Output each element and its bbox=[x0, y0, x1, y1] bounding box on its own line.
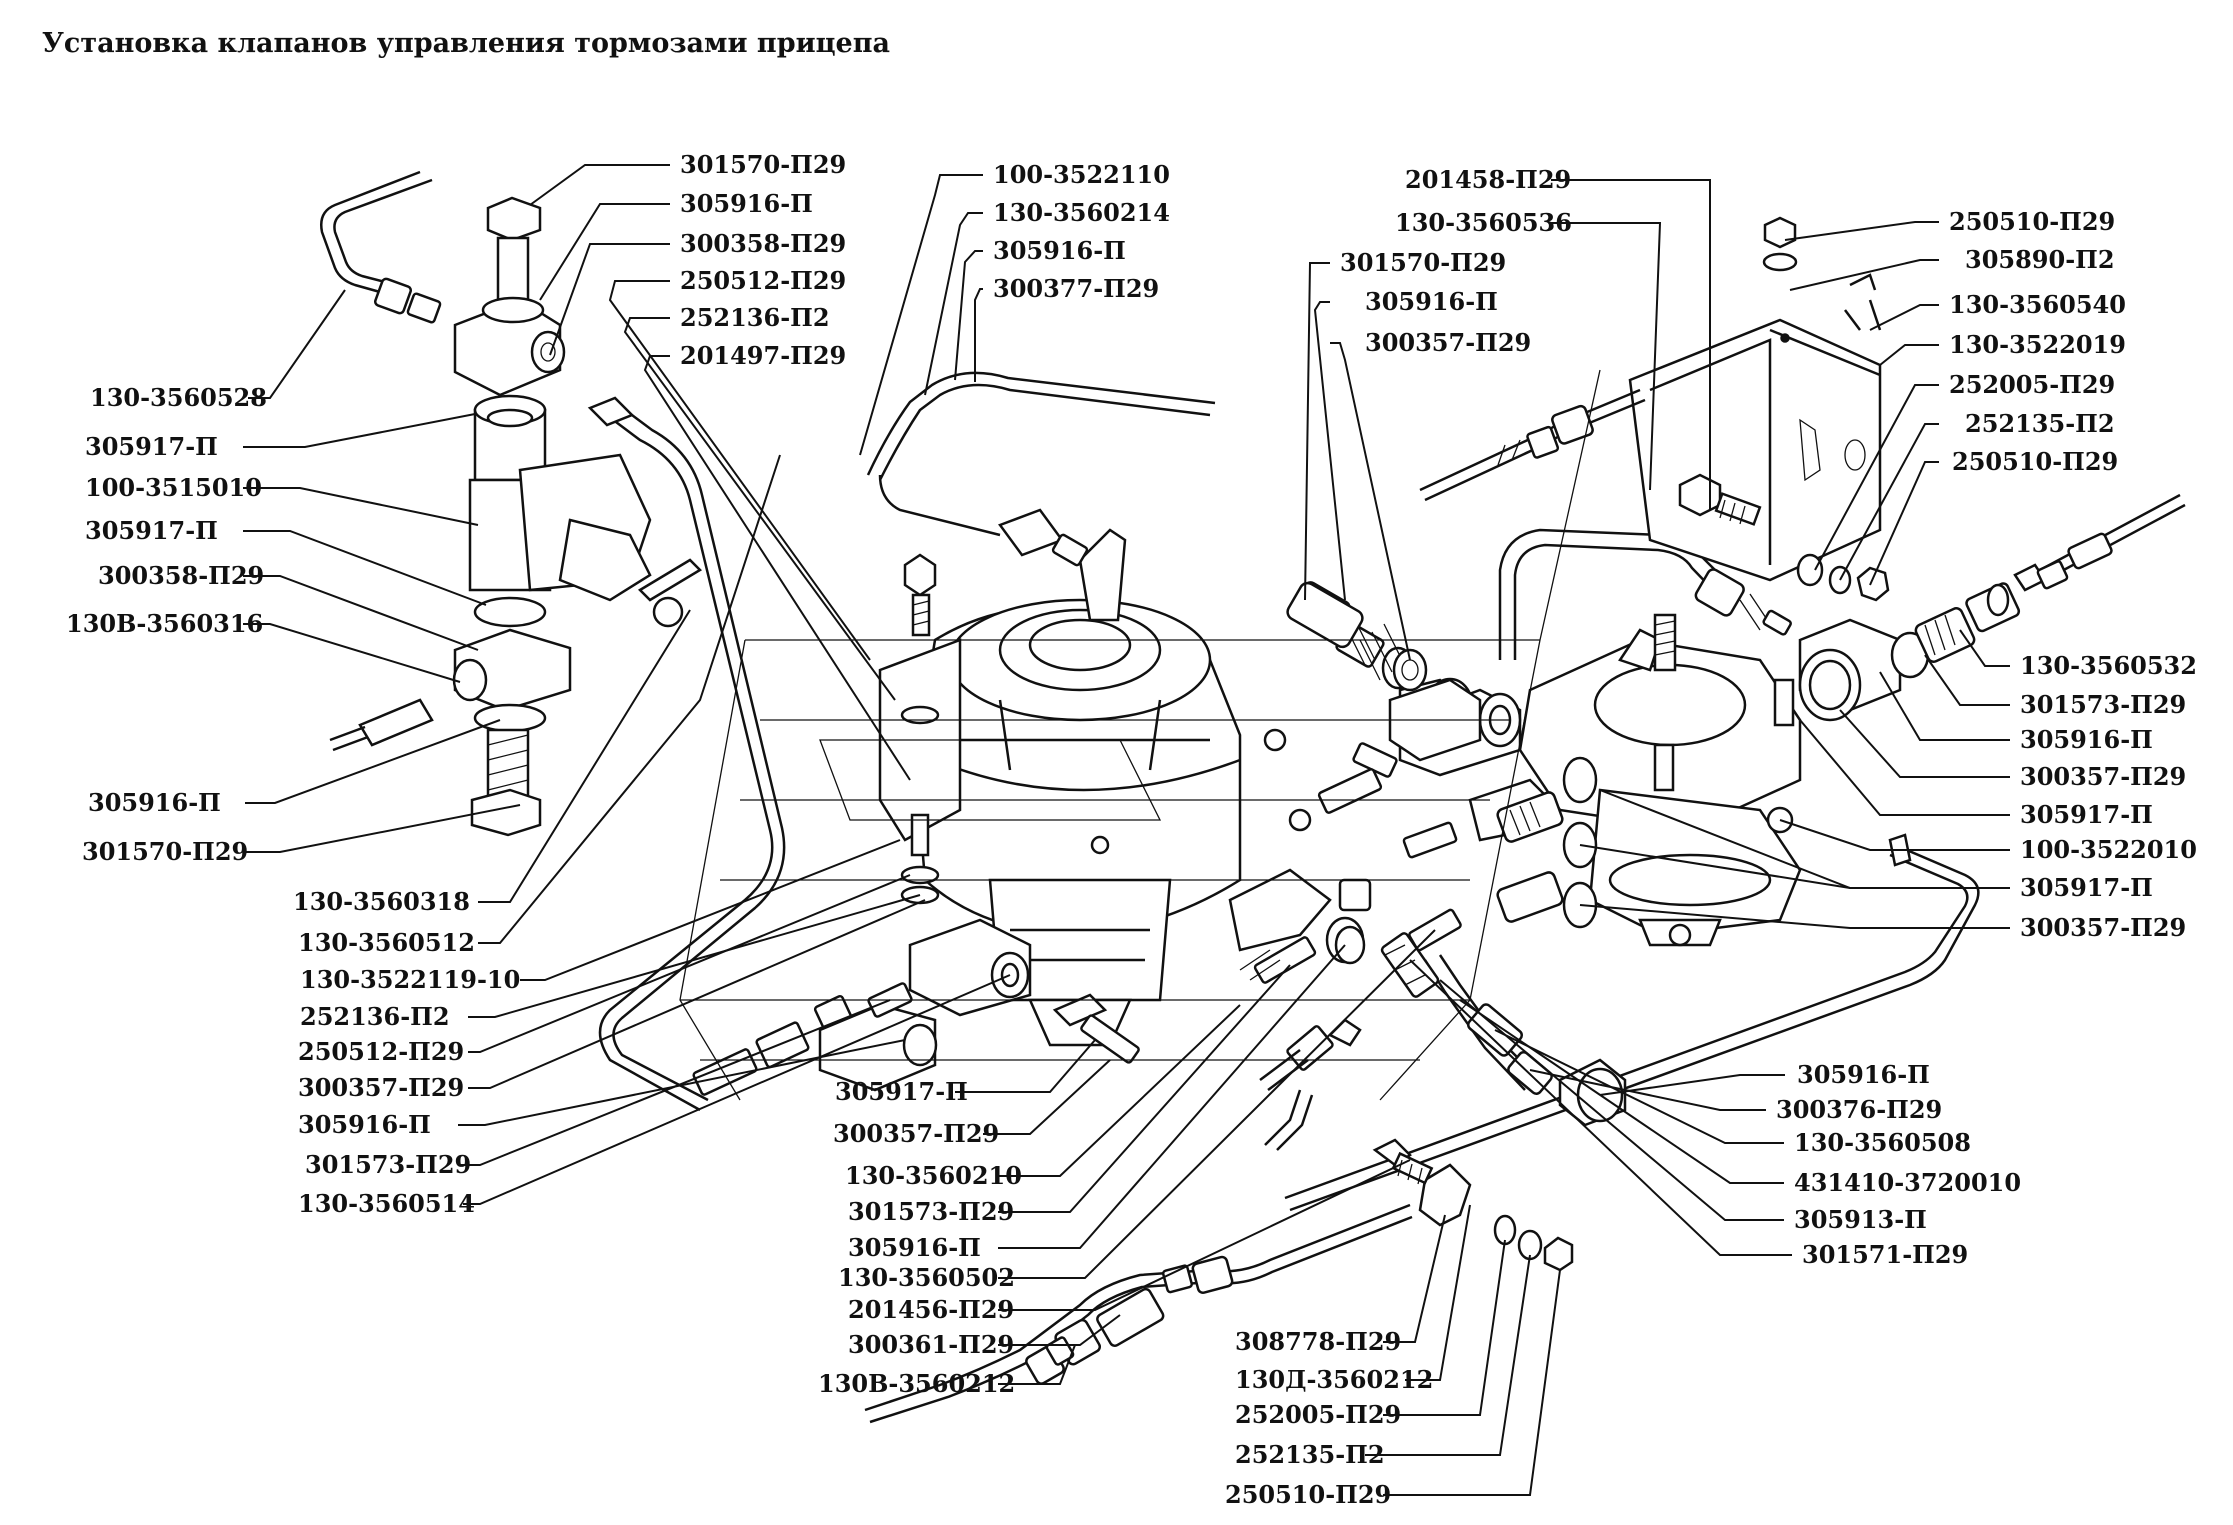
callout-label: 301571-П29 bbox=[1802, 1240, 1968, 1269]
callout-label: 100-3522010 bbox=[2020, 835, 2197, 864]
leader-lines bbox=[243, 164, 2010, 1496]
callout-label: 305917-П bbox=[835, 1077, 968, 1106]
callout-label: 308778-П29 bbox=[1235, 1327, 1401, 1356]
callout-label: 301570-П29 bbox=[82, 837, 248, 866]
callout-label: 130-3560540 bbox=[1949, 290, 2126, 319]
callout-label: 301573-П29 bbox=[2020, 690, 2186, 719]
middle-fittings bbox=[1228, 581, 1562, 984]
callout-label: 305916-П bbox=[1797, 1060, 1930, 1089]
callout-label: 300357-П29 bbox=[833, 1119, 999, 1148]
callout-label: 100-3522110 bbox=[993, 160, 1170, 189]
callout-label: 201497-П29 bbox=[680, 341, 846, 370]
callout-label: 130-3560528 bbox=[90, 383, 267, 412]
callout-label: 305913-П bbox=[1794, 1205, 1927, 1234]
callout-labels: 301570-П29 305916-П 300358-П29 250512-П2… bbox=[66, 150, 2197, 1509]
callout-label: 300357-П29 bbox=[2020, 913, 2186, 942]
callout-label: 300361-П29 bbox=[848, 1330, 1014, 1359]
callout-label: 252135-П2 bbox=[1965, 409, 2115, 438]
callout-label: 130-3560210 bbox=[845, 1161, 1022, 1190]
callout-label: 301573-П29 bbox=[305, 1150, 471, 1179]
callout-label: 201458-П29 bbox=[1405, 165, 1571, 194]
lower-center-pipe bbox=[1259, 932, 1627, 1127]
frame-ghost-outline bbox=[679, 369, 1601, 1101]
callout-label: 300358-П29 bbox=[680, 229, 846, 258]
callout-label: 250510-П29 bbox=[1949, 207, 2115, 236]
callout-label: 250510-П29 bbox=[1225, 1480, 1391, 1509]
bottom-pipe bbox=[864, 1089, 1574, 1424]
callout-label: 130-3560514 bbox=[298, 1189, 475, 1218]
callout-label: 130Д-3560212 bbox=[1235, 1365, 1433, 1394]
pipe-top-central bbox=[866, 371, 1216, 567]
callout-label: 130-3560512 bbox=[298, 928, 475, 957]
callout-label: 300377-П29 bbox=[993, 274, 1159, 303]
callout-label: 301570-П29 bbox=[1340, 248, 1506, 277]
right-tee-assembly bbox=[1798, 493, 2186, 722]
callout-label: 130-3560536 bbox=[1395, 208, 1572, 237]
callout-label: 130-3560532 bbox=[2020, 651, 2197, 680]
callout-label: 431410-3720010 bbox=[1794, 1168, 2021, 1197]
callout-label: 130-3560508 bbox=[1794, 1128, 1971, 1157]
callout-label: 250512-П29 bbox=[680, 266, 846, 295]
callout-label: 305917-П bbox=[85, 516, 218, 545]
callout-label: 305917-П bbox=[2020, 873, 2153, 902]
callout-label: 301570-П29 bbox=[680, 150, 846, 179]
callout-label: 100-3515010 bbox=[85, 473, 262, 502]
callout-label: 130-3522119-10 bbox=[300, 965, 520, 994]
callout-label: 252136-П2 bbox=[680, 303, 830, 332]
callout-label: 130-3560214 bbox=[993, 198, 1170, 227]
callout-label: 300358-П29 bbox=[98, 561, 264, 590]
parts-drawing bbox=[320, 170, 2186, 1424]
callout-label: 305917-П bbox=[2020, 800, 2153, 829]
callout-label: 305916-П bbox=[2020, 725, 2153, 754]
callout-label: 305916-П bbox=[88, 788, 221, 817]
callout-label: 130-3560318 bbox=[293, 887, 470, 916]
callout-label: 201456-П29 bbox=[848, 1295, 1014, 1324]
callout-label: 301573-П29 bbox=[848, 1197, 1014, 1226]
callout-label: 305916-П bbox=[1365, 287, 1498, 316]
callout-label: 305916-П bbox=[848, 1233, 981, 1262]
callout-label: 130-3522019 bbox=[1949, 330, 2126, 359]
callout-label: 305890-П2 bbox=[1965, 245, 2115, 274]
callout-label: 300357-П29 bbox=[1365, 328, 1531, 357]
diagram-title: Установка клапанов управления тормозами … bbox=[42, 28, 890, 59]
callout-label: 250512-П29 bbox=[298, 1037, 464, 1066]
callout-label: 250510-П29 bbox=[1952, 447, 2118, 476]
callout-label: 305916-П bbox=[993, 236, 1126, 265]
callout-label: 130В-3560316 bbox=[66, 609, 263, 638]
callout-label: 252005-П29 bbox=[1235, 1400, 1401, 1429]
callout-label: 130-3560502 bbox=[838, 1263, 1015, 1292]
callout-label: 130В-3560212 bbox=[818, 1369, 1015, 1398]
callout-label: 300357-П29 bbox=[298, 1073, 464, 1102]
callout-label: 252136-П2 bbox=[300, 1002, 450, 1031]
central-brake-valve bbox=[878, 528, 1312, 1047]
callout-label: 305916-П bbox=[680, 189, 813, 218]
callout-label: 300376-П29 bbox=[1776, 1095, 1942, 1124]
callout-label: 300357-П29 bbox=[2020, 762, 2186, 791]
callout-label: 305917-П bbox=[85, 432, 218, 461]
callout-label: 252135-П2 bbox=[1235, 1440, 1385, 1469]
left-valve-assembly bbox=[320, 170, 703, 837]
callout-label: 252005-П29 bbox=[1949, 370, 2115, 399]
callout-label: 305916-П bbox=[298, 1110, 431, 1139]
right-brake-valve bbox=[1496, 613, 1802, 947]
